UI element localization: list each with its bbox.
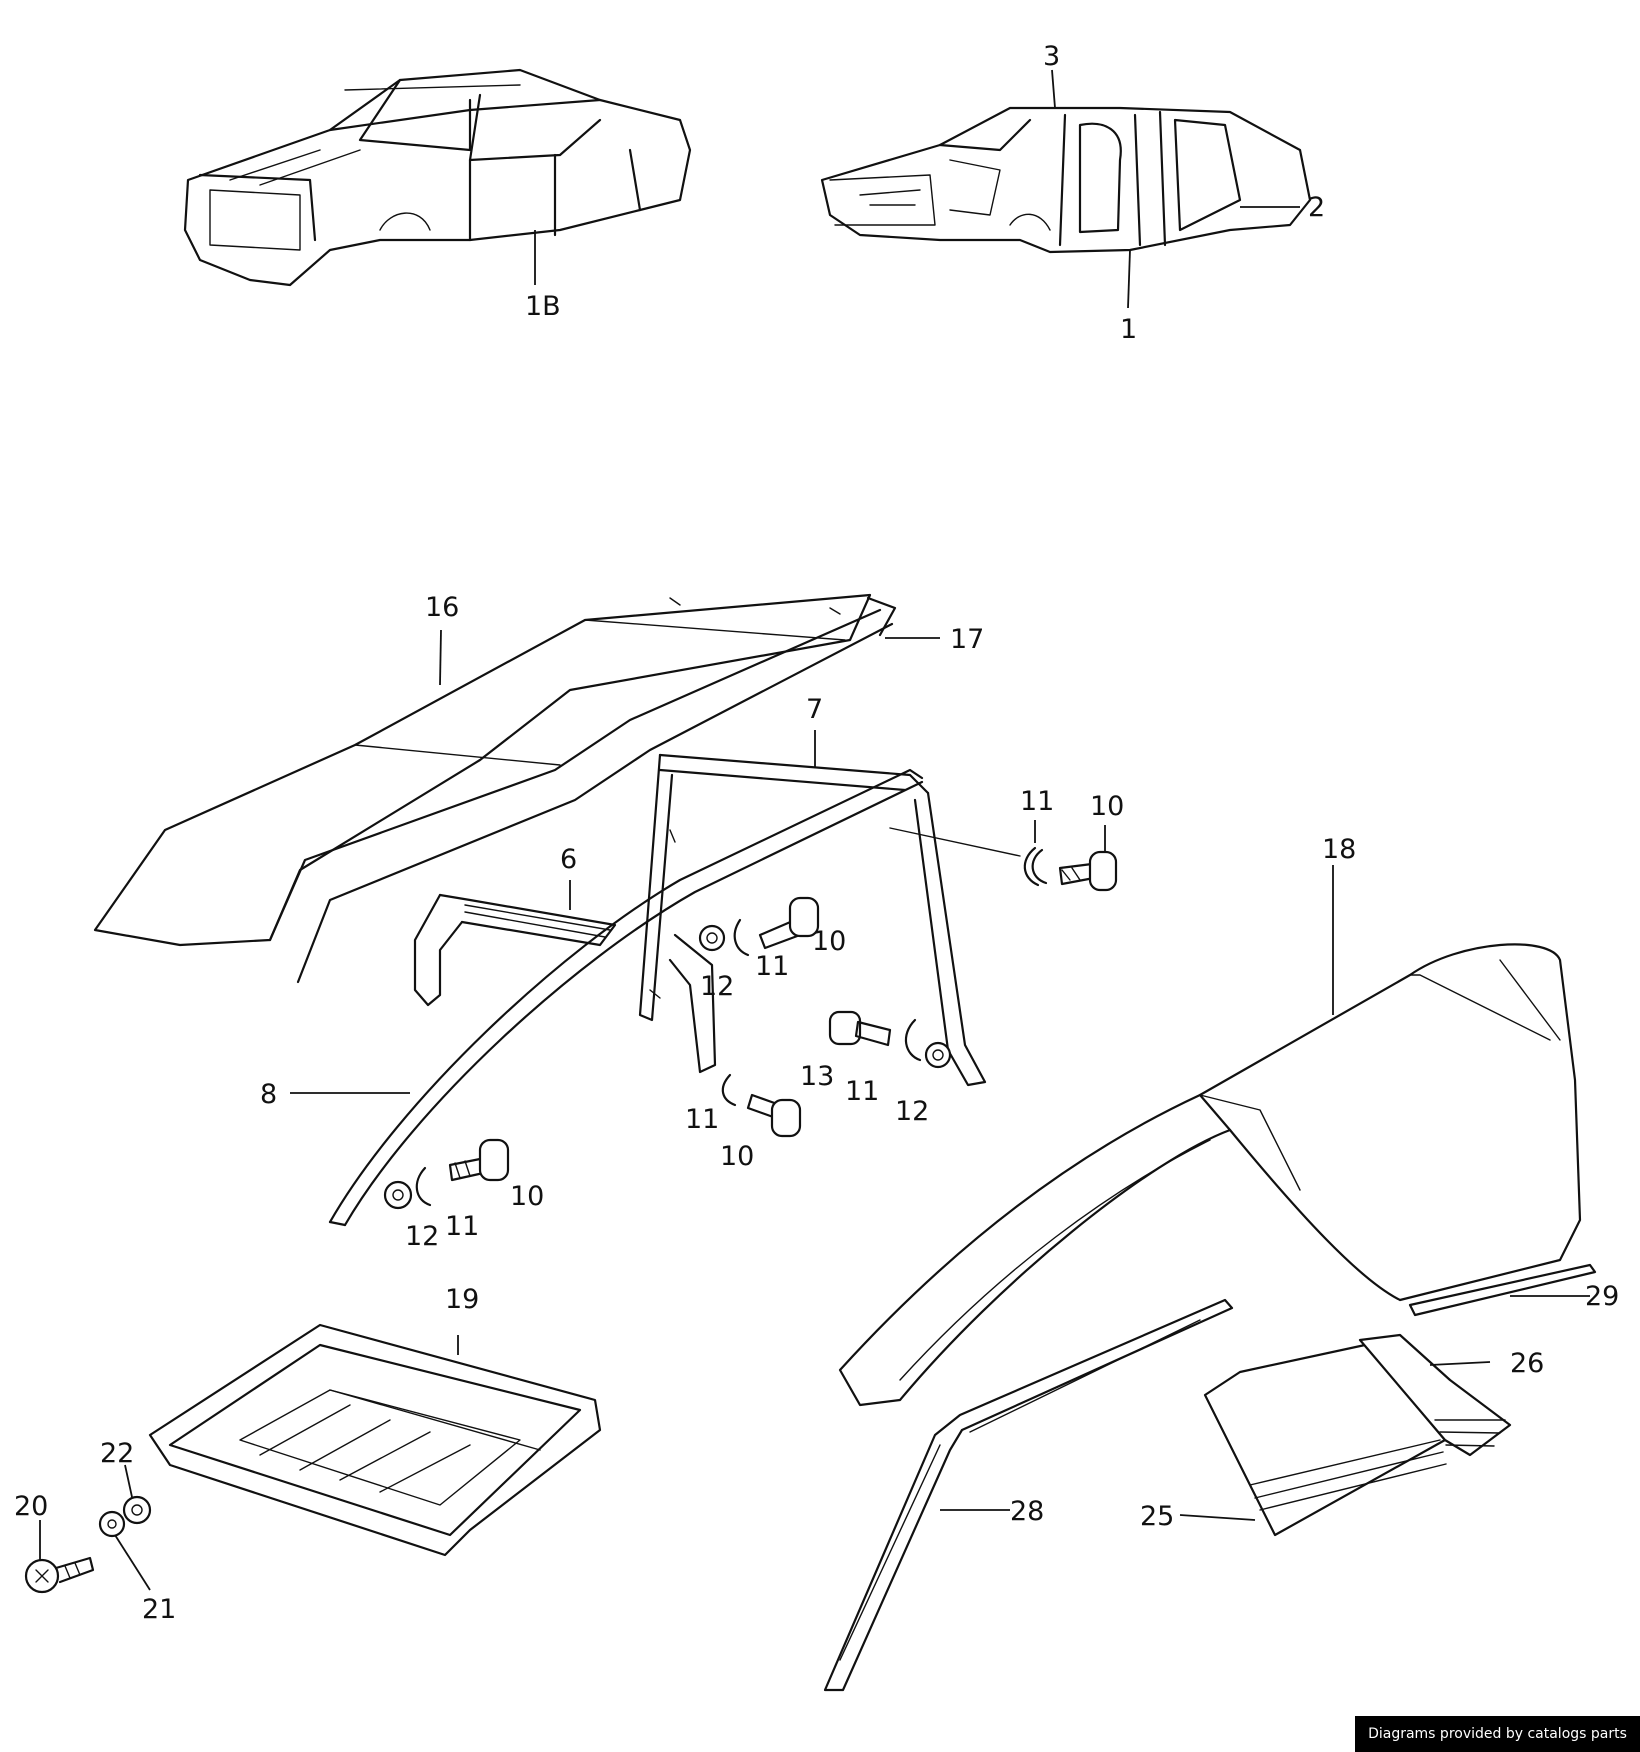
label-10a: 10 bbox=[1090, 791, 1124, 822]
label-11b: 11 bbox=[755, 951, 789, 982]
roof-panel bbox=[93, 593, 897, 984]
label-11a: 11 bbox=[1020, 786, 1054, 817]
tray bbox=[148, 1323, 602, 1557]
label-26: 26 bbox=[1510, 1348, 1544, 1379]
label-1: 1 bbox=[1120, 314, 1137, 345]
tray-fasteners bbox=[24, 1495, 152, 1594]
label-17: 17 bbox=[950, 624, 984, 655]
label-19: 19 bbox=[445, 1284, 479, 1315]
label-11e: 11 bbox=[445, 1211, 479, 1242]
label-6: 6 bbox=[560, 844, 577, 875]
complete-car-body bbox=[183, 68, 692, 287]
label-12c: 12 bbox=[405, 1221, 439, 1252]
label-10d: 10 bbox=[510, 1181, 544, 1212]
label-12b: 12 bbox=[895, 1096, 929, 1127]
label-13: 13 bbox=[800, 1061, 834, 1092]
callout-labels: 1B 3 2 1 16 17 7 11 10 6 10 11 12 18 13 … bbox=[14, 41, 1619, 1625]
label-10b: 10 bbox=[812, 926, 846, 957]
label-28: 28 bbox=[1010, 1496, 1044, 1527]
label-11c: 11 bbox=[845, 1076, 879, 1107]
label-25: 25 bbox=[1140, 1501, 1174, 1532]
body-shell bbox=[820, 106, 1312, 254]
label-1b: 1B bbox=[525, 291, 561, 322]
label-3: 3 bbox=[1043, 41, 1060, 72]
label-22: 22 bbox=[100, 1438, 134, 1469]
label-21: 21 bbox=[142, 1594, 176, 1625]
fasteners bbox=[383, 827, 1118, 1210]
roof-rail bbox=[328, 768, 924, 1227]
label-16: 16 bbox=[425, 592, 459, 623]
label-8: 8 bbox=[260, 1079, 277, 1110]
label-2: 2 bbox=[1308, 192, 1325, 223]
rear-hatch bbox=[823, 943, 1597, 1692]
label-20: 20 bbox=[14, 1491, 48, 1522]
credit-banner: Diagrams provided by catalogs parts bbox=[1355, 1716, 1640, 1752]
label-10c: 10 bbox=[720, 1141, 754, 1172]
roof-cross-member bbox=[413, 893, 617, 1007]
label-12a: 12 bbox=[700, 971, 734, 1002]
leader-lines bbox=[39, 69, 1590, 1591]
label-18: 18 bbox=[1322, 834, 1356, 865]
label-29: 29 bbox=[1585, 1281, 1619, 1312]
label-7: 7 bbox=[806, 694, 823, 725]
roof-frame bbox=[638, 753, 987, 1087]
label-11d: 11 bbox=[685, 1104, 719, 1135]
